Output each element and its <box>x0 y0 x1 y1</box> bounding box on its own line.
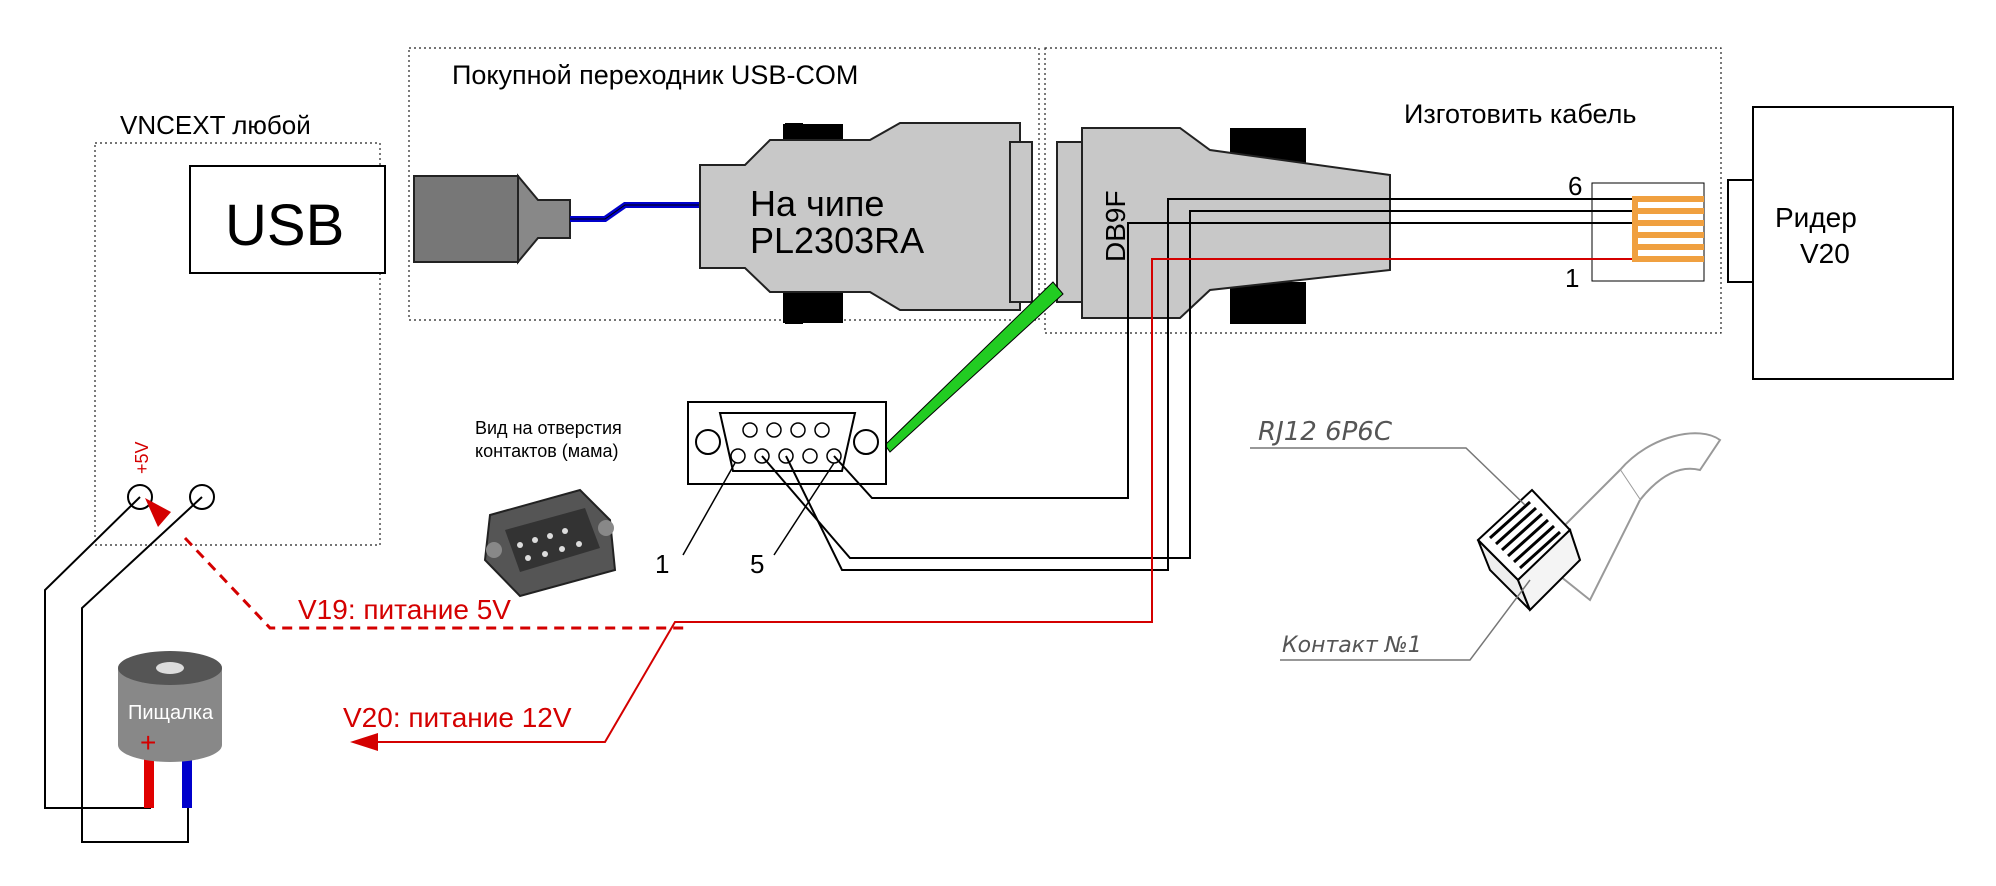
adapter-body <box>699 122 1033 324</box>
wire-pin4 <box>833 222 1632 499</box>
view-pointer <box>884 281 1064 453</box>
v20-arrow-icon <box>350 733 378 751</box>
db9-connector-icon <box>483 488 617 598</box>
rj-pin1-label: 1 <box>1565 263 1579 293</box>
db-pin1-label: 1 <box>655 549 669 579</box>
reader-box <box>1752 106 1954 380</box>
rj12-label: RJ12 6P6C <box>1258 417 1393 447</box>
adapter-title: Покупной переходник USB-COM <box>452 60 858 90</box>
rj-pin6-label: 6 <box>1568 171 1582 201</box>
buzzer-icon <box>118 651 222 808</box>
usb-cable <box>570 202 700 222</box>
usb-label: USB <box>225 193 344 258</box>
cable-title: Изготовить кабель <box>1404 99 1636 129</box>
rj12-callout <box>1250 447 1526 506</box>
plus5v-arrow-icon <box>145 498 171 527</box>
usb-port <box>189 165 386 274</box>
rj12-plug-icon <box>1476 432 1722 612</box>
v20-label: V20: питание 12V <box>343 702 572 733</box>
contact1-callout <box>1280 579 1531 661</box>
reader-line1: Ридер <box>1775 202 1857 233</box>
wire-pin1-red <box>370 258 1632 743</box>
vncext-box <box>94 142 381 546</box>
wire-pin5 <box>761 210 1632 559</box>
db9f-label: DB9F <box>1100 190 1131 262</box>
pinout-view-line1: Вид на отверстия <box>475 418 622 438</box>
usb-plug <box>413 175 519 263</box>
chip-line2: PL2303RA <box>750 220 924 261</box>
reader-connector <box>1727 179 1754 283</box>
buzzer-wire-2 <box>81 496 203 843</box>
wire-5v-dashed <box>183 536 690 630</box>
buzzer-wire-1 <box>44 496 151 809</box>
vncext-label: VNCEXT любой <box>120 110 311 140</box>
chip-line1: На чипе <box>750 183 884 224</box>
rj12-pads <box>1632 196 1704 262</box>
v19-label: V19: питание 5V <box>298 594 511 625</box>
usb-plug-neck <box>517 173 571 265</box>
buzzer-label: Пищалка <box>128 702 214 724</box>
pinout-view-line2: контактов (мама) <box>475 441 619 461</box>
db9-pinout <box>687 401 887 485</box>
reader-line2: V20 <box>1800 238 1850 269</box>
db-pin5-label: 5 <box>750 549 764 579</box>
adapter-box <box>408 47 1040 321</box>
contact1-label: Контакт №1 <box>1282 633 1422 658</box>
buzzer-plus: + <box>140 727 156 758</box>
plus5v-label: +5V <box>132 441 152 474</box>
wire-pin6 <box>785 198 1632 571</box>
